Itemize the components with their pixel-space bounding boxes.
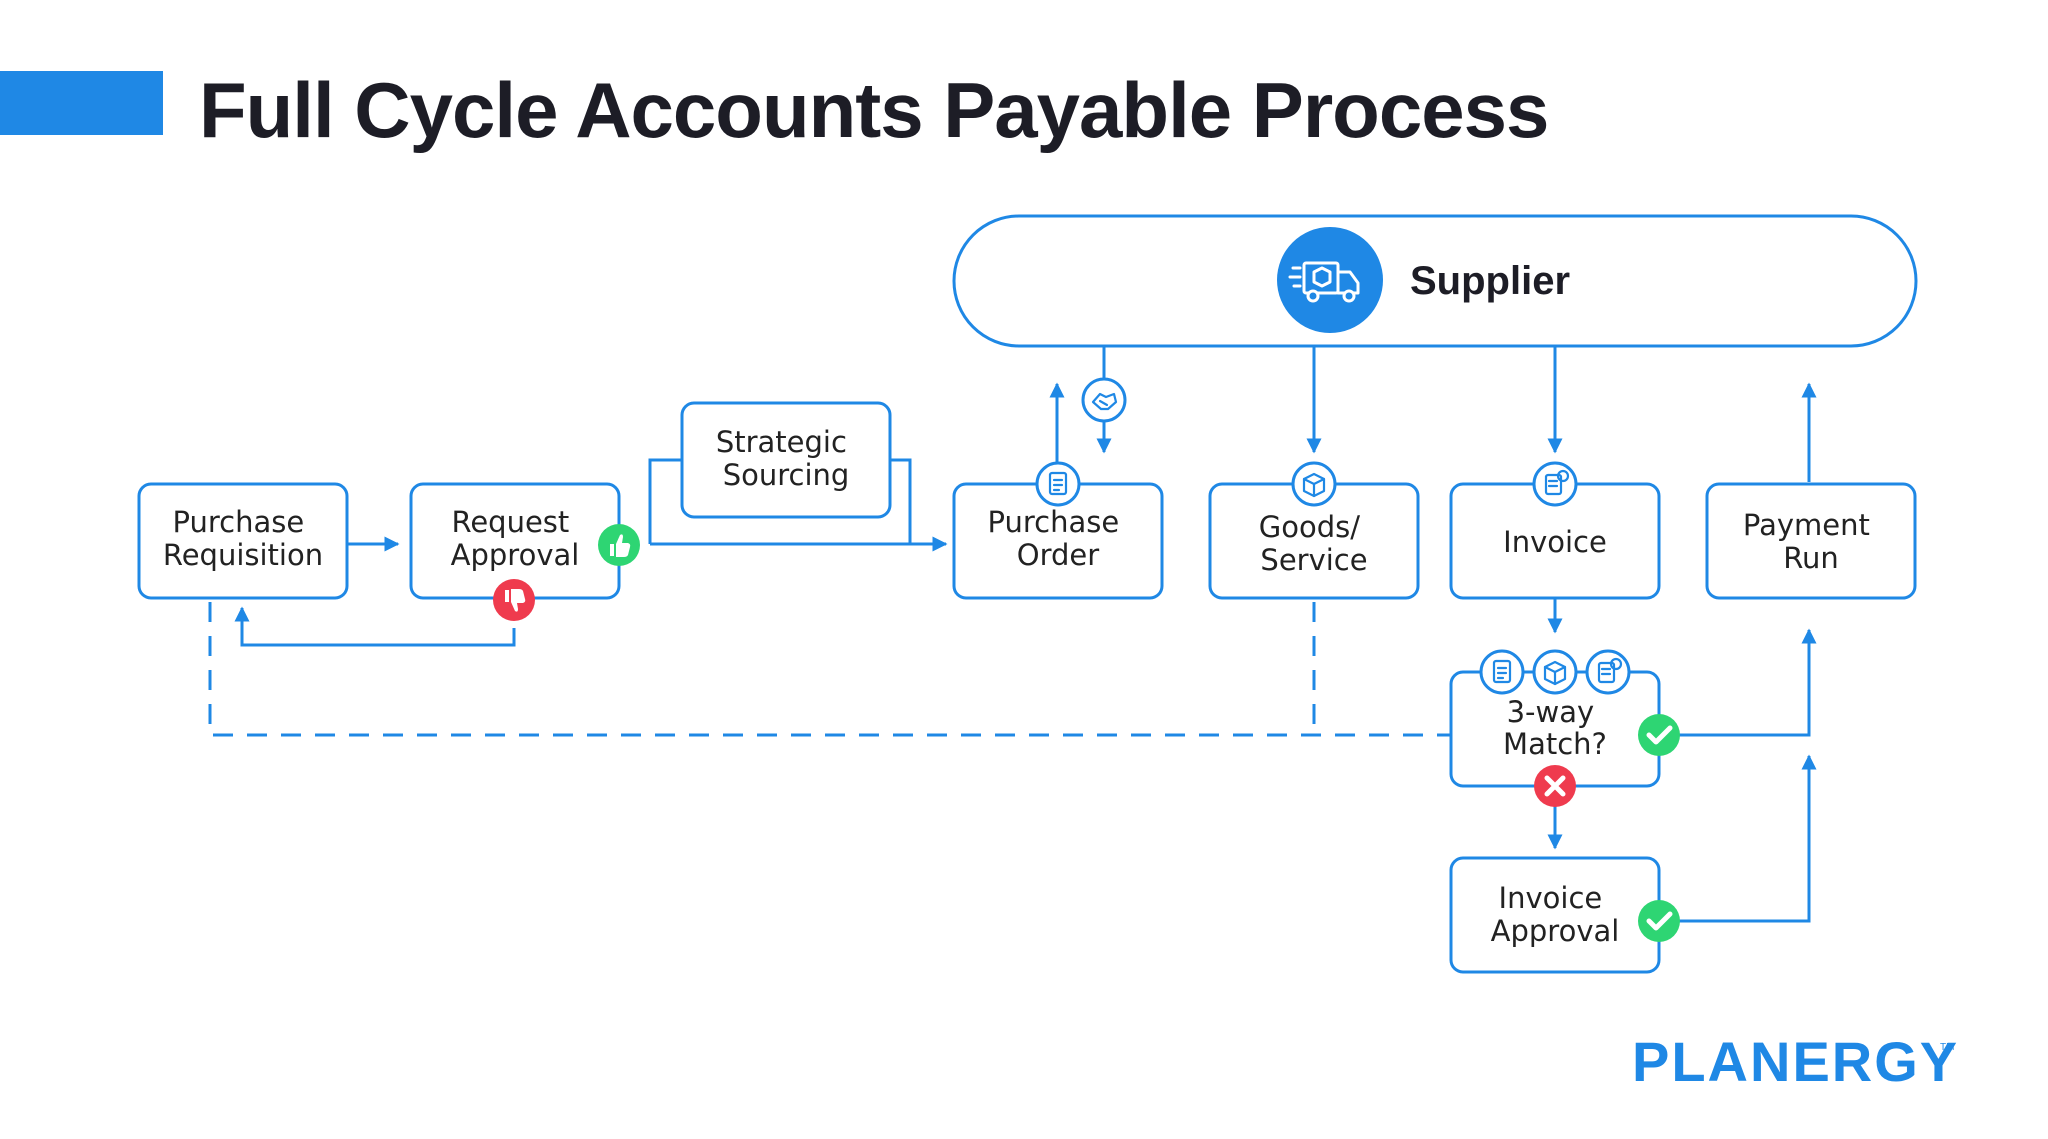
- node-purchase-order: Purchase Order: [952, 482, 1164, 600]
- document-icon: [1035, 461, 1081, 507]
- node-label: Approval: [1491, 914, 1620, 948]
- svg-text:Strategic Sourcing: Strategic Sourcing: [716, 425, 856, 492]
- node-goods-service: Goods/ Service: [1208, 482, 1420, 600]
- svg-text:Goods/ Service: Goods/ Service: [1259, 510, 1369, 577]
- svg-text:Payment Run: Payment Run: [1743, 508, 1879, 575]
- node-label: Invoice: [1499, 881, 1603, 915]
- node-label: Purchase: [988, 505, 1120, 539]
- node-request-approval: Request Approval: [409, 482, 621, 600]
- svg-text:Purchase Requisition: Purchase Requisition: [163, 505, 323, 572]
- title-accent-bar: [0, 71, 163, 135]
- node-label: Strategic: [716, 425, 847, 459]
- invoice-icon: [1532, 461, 1578, 507]
- node-label: Service: [1260, 543, 1367, 577]
- box-icon: [1532, 649, 1578, 695]
- node-label: Goods/: [1259, 510, 1360, 544]
- svg-text:Request Approval: Request Approval: [451, 505, 580, 572]
- node-label: Request: [451, 505, 569, 539]
- handshake-icon: [1081, 377, 1127, 423]
- node-label: Match?: [1503, 727, 1607, 761]
- x-icon: [1534, 765, 1576, 807]
- svg-text:3-way Match?: 3-way Match?: [1503, 695, 1607, 761]
- node-three-way-match: 3-way Match?: [1449, 670, 1661, 788]
- connectors: [208, 346, 1817, 923]
- node-label: Invoice: [1503, 525, 1607, 559]
- planergy-logo: PLANERGY TM: [1632, 1030, 1959, 1093]
- node-label: Approval: [451, 538, 580, 572]
- invoice-icon: [1585, 649, 1631, 695]
- document-icon: [1479, 649, 1525, 695]
- thumbs-down-icon: [493, 579, 535, 621]
- node-invoice: Invoice: [1449, 482, 1661, 600]
- node-label: Payment: [1743, 508, 1870, 542]
- svg-text:Invoice Approval: Invoice Approval: [1491, 881, 1620, 948]
- supplier-label: Supplier: [1410, 259, 1570, 303]
- svg-text:Purchase Order: Purchase Order: [988, 505, 1129, 572]
- check-icon: [1638, 900, 1680, 942]
- check-icon: [1638, 714, 1680, 756]
- svg-text:Invoice: Invoice: [1503, 525, 1607, 559]
- delivery-truck-glyph: [1288, 261, 1360, 303]
- node-label: Purchase: [173, 505, 305, 539]
- box-icon: [1291, 461, 1337, 507]
- node-label: 3-way: [1507, 695, 1595, 729]
- thumbs-up-icon: [598, 524, 640, 566]
- node-purchase-requisition: Purchase Requisition: [137, 482, 349, 600]
- node-label: Order: [1017, 538, 1099, 572]
- node-label: Run: [1783, 541, 1839, 575]
- page-title: Full Cycle Accounts Payable Process: [199, 66, 1549, 154]
- node-label: Requisition: [163, 538, 323, 572]
- node-invoice-approval: Invoice Approval: [1449, 856, 1661, 974]
- node-label: Sourcing: [723, 458, 850, 492]
- supplier-node: Supplier: [952, 214, 1918, 348]
- brand-tm: TM: [1940, 1042, 1954, 1053]
- brand-name: PLANERGY: [1632, 1030, 1959, 1093]
- node-strategic-sourcing: Strategic Sourcing: [680, 401, 892, 519]
- node-payment-run: Payment Run: [1705, 482, 1917, 600]
